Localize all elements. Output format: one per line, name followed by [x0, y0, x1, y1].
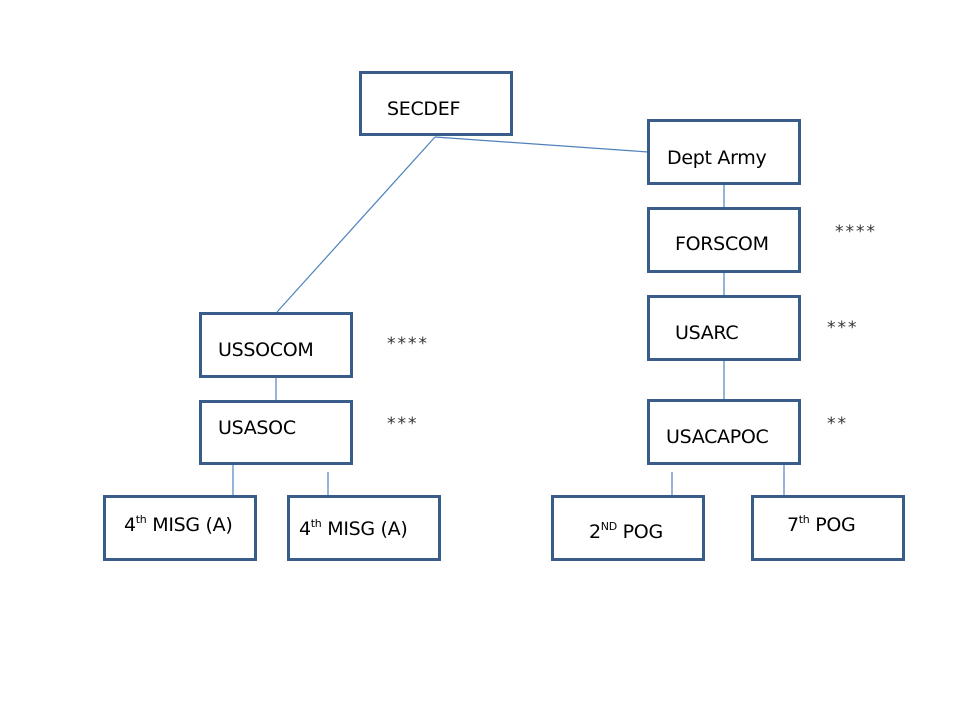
node-2nd-pog[interactable]: 2ND POG: [551, 495, 705, 561]
unit-name: POG: [616, 521, 664, 543]
node-ussocom[interactable]: USSOCOM: [199, 312, 353, 378]
node-dept-army[interactable]: Dept Army: [647, 119, 801, 185]
node-usasoc[interactable]: USASOC: [199, 400, 353, 465]
rank-stars-ussocom: ****: [387, 334, 429, 354]
node-7th-pog[interactable]: 7th POG: [751, 495, 905, 561]
unit-name: POG: [809, 514, 856, 536]
ordinal-suffix: th: [135, 513, 147, 526]
node-forscom[interactable]: FORSCOM: [647, 207, 801, 273]
node-label: USARC: [675, 322, 739, 344]
rank-stars-usacapoc: **: [827, 414, 848, 434]
ordinal-number: 2: [589, 521, 601, 543]
edge-secdef-ussocom: [276, 136, 436, 313]
node-label: USSOCOM: [218, 339, 314, 361]
node-label: USASOC: [218, 417, 296, 439]
rank-stars-usasoc: ***: [387, 414, 419, 434]
ordinal-number: 4: [299, 518, 311, 540]
unit-name: MISG (A): [321, 518, 408, 540]
node-usarc[interactable]: USARC: [647, 295, 801, 361]
ordinal-suffix: th: [798, 513, 810, 526]
node-label: 2ND POG: [589, 521, 663, 543]
node-label: SECDEF: [387, 98, 461, 120]
ordinal-suffix: th: [310, 517, 322, 530]
node-label: 4th MISG (A): [299, 517, 408, 540]
node-secdef[interactable]: SECDEF: [359, 71, 513, 136]
node-label: 4th MISG (A): [124, 513, 233, 536]
edge-secdef-deptarmy: [434, 136, 649, 153]
ordinal-number: 7: [787, 514, 799, 536]
node-4th-misg-a-2[interactable]: 4th MISG (A): [287, 495, 441, 561]
rank-stars-forscom: ****: [835, 222, 877, 242]
node-label: USACAPOC: [666, 426, 769, 448]
ordinal-number: 4: [124, 514, 136, 536]
rank-stars-usarc: ***: [827, 318, 859, 338]
node-4th-misg-a-1[interactable]: 4th MISG (A): [103, 495, 257, 561]
ordinal-suffix: ND: [600, 520, 617, 533]
node-label: 7th POG: [787, 513, 856, 536]
node-usacapoc[interactable]: USACAPOC: [647, 399, 801, 465]
node-label: Dept Army: [667, 147, 767, 169]
unit-name: MISG (A): [146, 514, 233, 536]
node-label: FORSCOM: [675, 233, 769, 255]
